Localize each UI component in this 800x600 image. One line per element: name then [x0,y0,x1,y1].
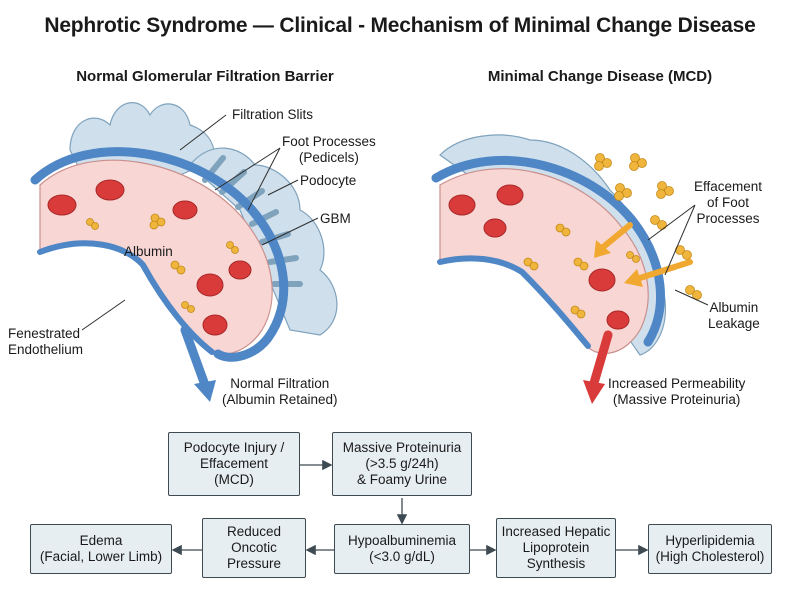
normal-filtration-arrow-head [194,380,216,402]
right-gbm [431,155,666,347]
right-rbcs [448,184,630,330]
label-normal-filtration: Normal Filtration (Albumin Retained) [222,376,338,407]
box-podocyte-injury: Podocyte Injury / Effacement (MCD) [168,432,300,496]
filtration-slit-podocytes [69,102,216,176]
label-filtration-slits: Filtration Slits [232,107,314,122]
left-rbcs [47,179,252,336]
label-albumin: Albumin [124,244,173,259]
right-endothelium [437,255,591,349]
label-effacement: Effacement of Foot Processes [694,179,763,226]
right-albumin [523,153,702,319]
right-leader-lines [647,204,709,306]
left-panel-title: Normal Glomerular Filtration Barrier [76,68,334,85]
box-hyperlipidemia: Hyperlipidemia (High Cholesterol) [648,524,772,574]
flow-connectors [171,459,649,556]
box-hepatic-synthesis: Increased Hepatic Lipoprotein Synthesis [496,518,616,578]
page-title: Nephrotic Syndrome — Clinical - Mechanis… [44,14,756,37]
left-gbm [30,147,289,362]
label-increased-permeability: Increased Permeability (Massive Proteinu… [608,376,746,407]
left-albumin [86,213,239,313]
box-massive-proteinuria: Massive Proteinuria (>3.5 g/24h) & Foamy… [332,432,472,496]
left-podocyte-layer [69,102,338,336]
label-podocyte: Podocyte [300,173,357,188]
box-edema: Edema (Facial, Lower Limb) [30,524,172,574]
normal-filtration-arrow-shaft [180,325,210,390]
label-fenestrated-endothelium: Fenestrated Endothelium [8,326,84,357]
right-panel-title: Minimal Change Disease (MCD) [487,68,713,85]
left-leader-lines [81,114,319,331]
left-endothelium [37,240,215,355]
effacement-arrows [594,222,693,287]
label-foot-processes: Foot Processes (Pedicels) [282,134,376,165]
permeability-arrow-shaft [589,330,613,388]
label-gbm: GBM [320,211,351,226]
box-reduced-oncotic-pressure: Reduced Oncotic Pressure [202,518,306,578]
permeability-arrow-head [583,380,605,404]
box-hypoalbuminemia: Hypoalbuminemia (<3.0 g/dL) [334,524,470,574]
label-albumin-leakage: Albumin Leakage [708,300,760,331]
